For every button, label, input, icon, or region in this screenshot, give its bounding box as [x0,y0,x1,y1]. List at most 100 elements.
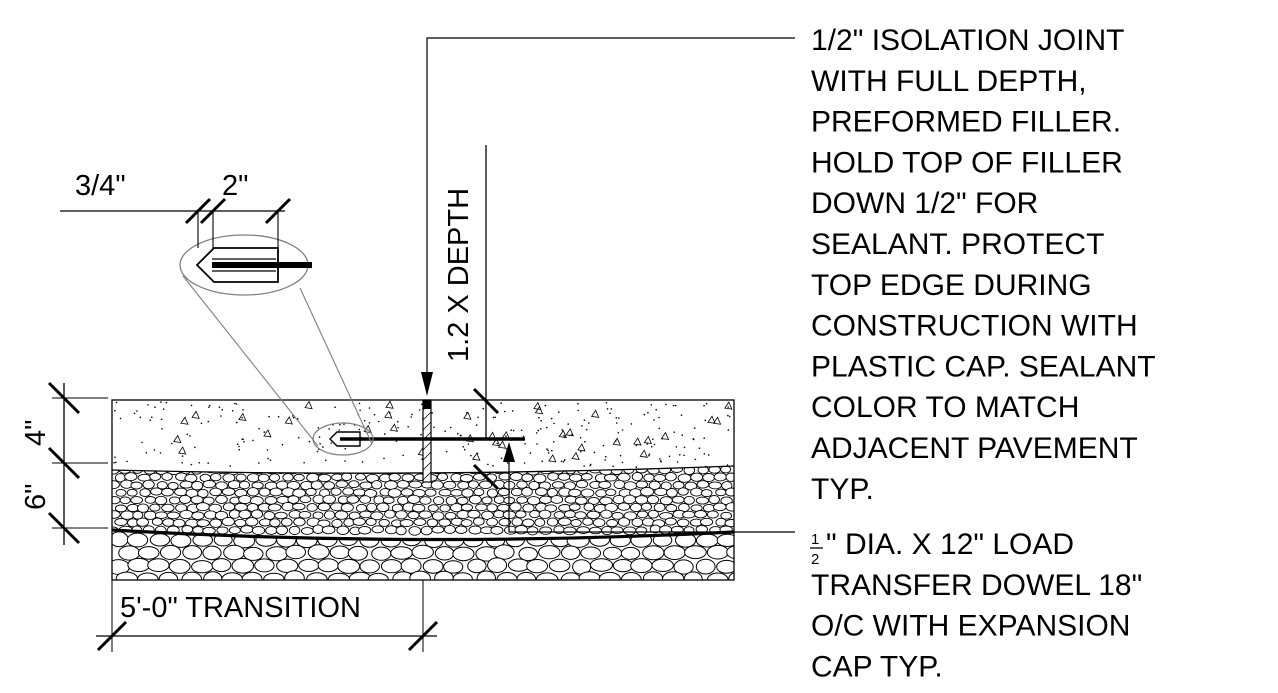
subgrade-stone [241,571,263,580]
subgrade-stone [683,571,703,580]
concrete-speck [229,465,232,467]
aggregate-stone [612,494,626,505]
aggregate-stone [306,503,318,512]
concrete-speck [238,445,240,448]
aggregate-stone [690,472,704,482]
subgrade-stone [580,546,602,560]
aggregate-stone [150,487,163,496]
subgrade-stone [651,558,674,572]
aggregate-stone [635,526,648,536]
aggregate-stone [130,496,143,505]
concrete-speck [242,409,244,411]
concrete-speck [397,420,399,423]
aggregate-stone [629,502,643,513]
aggregate-stone [486,517,498,527]
aggregate-stone [399,519,414,527]
concrete-aggregate [565,427,574,437]
concrete-speck [330,442,333,444]
aggregate-stone [411,503,426,513]
aggregate-stone [497,488,511,497]
concrete-speck [523,462,526,464]
aggregate-stone [395,526,407,536]
concrete-aggregate [643,435,652,445]
aggregate-stone [514,525,529,535]
concrete-speck [646,443,649,445]
concrete-speck [343,423,345,425]
concrete-speck [186,433,188,436]
aggregate-stone [221,487,236,496]
concrete-speck [114,456,116,459]
aggregate-stone [360,466,374,474]
aggregate-stone [443,524,456,534]
aggregate-stone [582,517,594,526]
aggregate-stone [305,487,317,496]
aggregate-stone [216,526,229,535]
aggregate-stone [269,473,280,482]
subgrade-stone [298,558,320,572]
aggregate-stone [715,488,727,497]
aggregate-stone [725,502,734,512]
concrete-speck [544,404,547,407]
concrete-speck [561,429,563,431]
aggregate-stone [215,494,228,504]
aggregate-stone [438,518,452,527]
dowel-note-line: CAP TYP. [811,650,943,683]
concrete-speck [258,462,260,464]
concrete-speck [683,454,685,457]
pavement-section [111,399,735,581]
concrete-speck [587,422,590,424]
aggregate-stone [264,496,278,505]
subgrade-stone [602,546,623,560]
concrete-speck [585,428,588,431]
aggregate-stone [457,481,470,490]
aggregate-stone [418,510,433,519]
aggregate-stone [209,487,223,497]
aggregate-stone [563,510,577,519]
concrete-speck [234,402,236,405]
aggregate-stone [631,471,644,482]
concrete-speck [728,415,731,418]
aggregate-stone [275,525,289,536]
concrete-speck [558,411,560,414]
subgrade-stone [329,545,351,560]
aggregate-stone [444,511,457,520]
concrete-speck [397,426,399,429]
concrete-speck [456,432,459,435]
concrete-speck [536,443,538,445]
aggregate-stone [396,480,410,489]
concrete-speck [538,416,540,419]
aggregate-stone [161,503,175,513]
concrete-speck [339,423,341,426]
aggregate-stone [228,526,241,535]
subgrade-stone [598,571,621,580]
subgrade-stone [254,558,275,573]
aggregate-stone [246,487,260,497]
subgrade-stone [726,545,734,560]
concrete-speck [198,462,200,464]
isolation-joint-note-line: CONSTRUCTION WITH [811,310,1138,343]
concrete-speck [674,404,677,407]
aggregate-stone [666,488,678,498]
subgrade-stone [518,546,538,562]
aggregate-stone [407,494,421,504]
subgrade-stone [147,558,170,572]
aggregate-stone [322,466,336,474]
dowel-note-line: " DIA. X 12" LOAD [826,528,1074,561]
concrete-speck [269,459,272,462]
subgrade-stone [159,544,182,560]
aggregate-stone [553,511,566,519]
concrete-speck [153,449,156,451]
aggregate-stone [241,466,254,473]
subgrade-stone [202,545,222,561]
aggregate-stone [156,481,168,490]
aggregate-stone [648,480,661,490]
dowel-note-line: TRANSFER DOWEL 18" [811,569,1142,602]
concrete-speck [207,420,210,423]
subgrade-stone [507,558,530,572]
aggregate-stone [643,473,655,482]
aggregate-stone [587,496,600,505]
concrete-speck [693,438,695,441]
aggregate-stone [574,511,587,520]
